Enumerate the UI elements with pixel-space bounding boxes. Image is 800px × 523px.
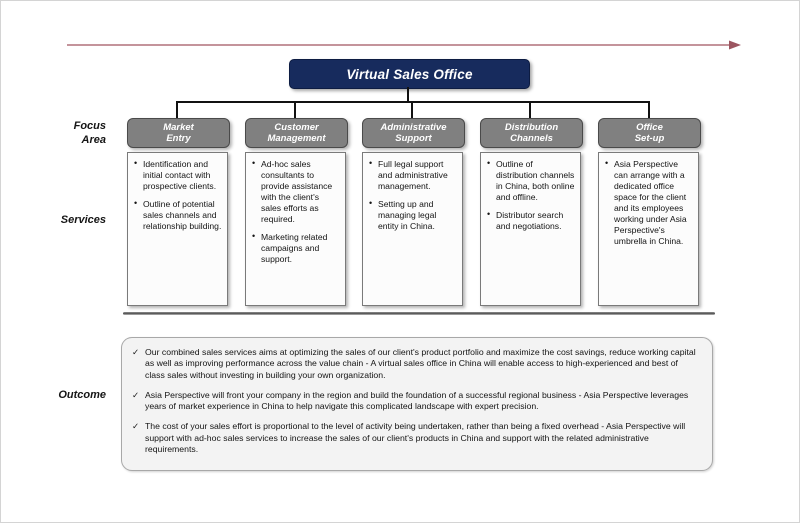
focus-area-box-customer-management[interactable]: Customer Management: [245, 118, 348, 148]
connector-drop-5: [648, 101, 650, 119]
focus-area-label-line2: Management: [267, 133, 326, 144]
list-item: Asia Perspective can arrange with a dedi…: [603, 158, 694, 247]
focus-area-label-line1: Distribution: [504, 122, 559, 133]
list-item: Outline of distribution channels in Chin…: [485, 158, 576, 203]
connector-bus-horizontal: [177, 101, 650, 103]
section-divider: [123, 312, 715, 315]
focus-area-label-line1: Customer: [274, 122, 319, 133]
focus-area-box-distribution-channels[interactable]: Distribution Channels: [480, 118, 583, 148]
focus-area-label-line1: Office: [636, 122, 663, 133]
outcome-list: Our combined sales services aims at opti…: [132, 347, 700, 455]
services-box-administrative-support: Full legal support and administrative ma…: [362, 152, 463, 306]
list-item: Full legal support and administrative ma…: [367, 158, 458, 192]
list-item: Setting up and managing legal entity in …: [367, 198, 458, 232]
row-label-outcome: Outcome: [58, 389, 106, 401]
list-item: Our combined sales services aims at opti…: [132, 347, 700, 381]
page-title: Virtual Sales Office: [346, 66, 473, 82]
services-list: Ad-hoc sales consultants to provide assi…: [250, 158, 341, 265]
focus-area-box-office-set-up[interactable]: Office Set-up: [598, 118, 701, 148]
focus-area-label-line1: Market: [163, 122, 194, 133]
focus-area-label-line1: Administrative: [380, 122, 447, 133]
list-item: The cost of your sales effort is proport…: [132, 421, 700, 455]
connector-drop-1: [176, 101, 178, 119]
focus-area-box-administrative-support[interactable]: Administrative Support: [362, 118, 465, 148]
connector-trunk-vertical: [407, 87, 409, 103]
list-item: Marketing related campaigns and support.: [250, 231, 341, 265]
list-item: Distributor search and negotiations.: [485, 209, 576, 232]
services-row: Identification and initial contact with …: [127, 152, 699, 306]
focus-area-label-line2: Set-up: [634, 133, 665, 144]
row-label-focus-line1: Focus: [73, 120, 106, 132]
list-item: Identification and initial contact with …: [132, 158, 223, 192]
list-item: Asia Perspective will front your company…: [132, 390, 700, 413]
services-list: Outline of distribution channels in Chin…: [485, 158, 576, 232]
focus-area-box-market-entry[interactable]: Market Entry: [127, 118, 230, 148]
diagram-title-box: Virtual Sales Office: [289, 59, 530, 89]
list-item: Ad-hoc sales consultants to provide assi…: [250, 158, 341, 225]
focus-area-label-line2: Channels: [510, 133, 553, 144]
services-list: Full legal support and administrative ma…: [367, 158, 458, 232]
outcome-box: Our combined sales services aims at opti…: [121, 337, 713, 471]
right-arrow-line-icon: [67, 40, 741, 50]
connector-drop-2: [294, 101, 296, 119]
services-list: Identification and initial contact with …: [132, 158, 223, 232]
services-box-office-set-up: Asia Perspective can arrange with a dedi…: [598, 152, 699, 306]
row-label-focus-line2: Area: [81, 134, 106, 146]
connector-drop-3: [411, 101, 413, 119]
row-label-focus-area: Focus Area: [26, 119, 106, 147]
focus-area-label-line2: Support: [395, 133, 432, 144]
row-label-services: Services: [60, 214, 106, 226]
connector-drop-4: [529, 101, 531, 119]
focus-area-label-line2: Entry: [166, 133, 191, 144]
services-box-market-entry: Identification and initial contact with …: [127, 152, 228, 306]
services-list: Asia Perspective can arrange with a dedi…: [603, 158, 694, 247]
services-box-distribution-channels: Outline of distribution channels in Chin…: [480, 152, 581, 306]
list-item: Outline of potential sales channels and …: [132, 198, 223, 232]
focus-area-row: Market Entry Customer Management Adminis…: [127, 118, 701, 148]
services-box-customer-management: Ad-hoc sales consultants to provide assi…: [245, 152, 346, 306]
